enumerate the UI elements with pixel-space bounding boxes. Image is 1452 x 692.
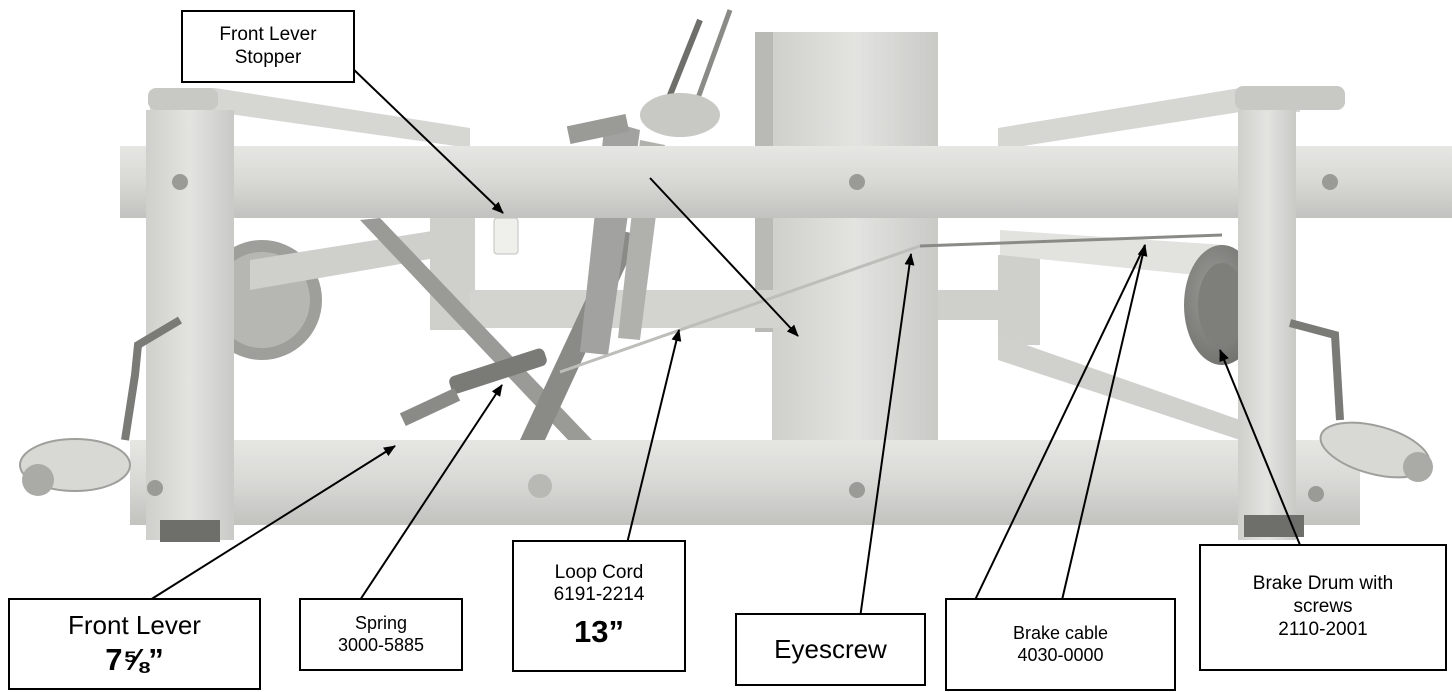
lever-linkage <box>360 9 733 442</box>
front-lever-stopper-line1: Front Lever <box>219 23 317 45</box>
spring-name: Spring <box>354 612 408 633</box>
front-lever-name: Front Lever <box>68 609 201 640</box>
loop-cord-name: Loop Cord <box>554 561 644 583</box>
label-eyescrew: Eyescrew <box>735 613 926 686</box>
label-front-lever: Front Lever 7⅝” <box>8 598 261 690</box>
right-crank <box>1288 319 1433 482</box>
label-brake-cable: Brake cable 4030-0000 <box>945 598 1176 691</box>
label-brake-drum: Brake Drum with screws 2110-2001 <box>1199 544 1447 671</box>
label-loop-cord: Loop Cord 6191-2214 13” <box>512 540 686 672</box>
brake-cable-line <box>919 233 1223 248</box>
right-front-post <box>1238 110 1296 540</box>
loop-cord-part: 6191-2214 <box>553 584 645 606</box>
left-crank <box>19 316 183 496</box>
brake-cable-part: 4030-0000 <box>1017 644 1104 665</box>
brake-drum-line1: Brake Drum with <box>1252 573 1394 595</box>
brake-drum-part: 2110-2001 <box>1278 618 1368 640</box>
front-lever-length: 7⅝” <box>105 642 164 677</box>
center-upright <box>772 32 938 442</box>
label-spring: Spring 3000-5885 <box>299 598 463 671</box>
loop-cord-length: 13” <box>574 614 624 650</box>
label-front-lever-stopper: Front Lever Stopper <box>181 10 355 83</box>
screw-heads <box>147 174 1338 502</box>
front-lever-stopper-part <box>493 217 519 255</box>
brake-drum-line2: screws <box>1293 596 1353 618</box>
left-front-post <box>146 110 234 540</box>
spring-part: 3000-5885 <box>337 634 425 655</box>
spring-coil <box>449 348 547 394</box>
bottom-front-beam <box>130 440 1360 525</box>
front-lever-stopper-line2: Stopper <box>234 46 302 68</box>
eyescrew-name: Eyescrew <box>774 633 887 664</box>
brake-cable-name: Brake cable <box>1012 622 1109 643</box>
